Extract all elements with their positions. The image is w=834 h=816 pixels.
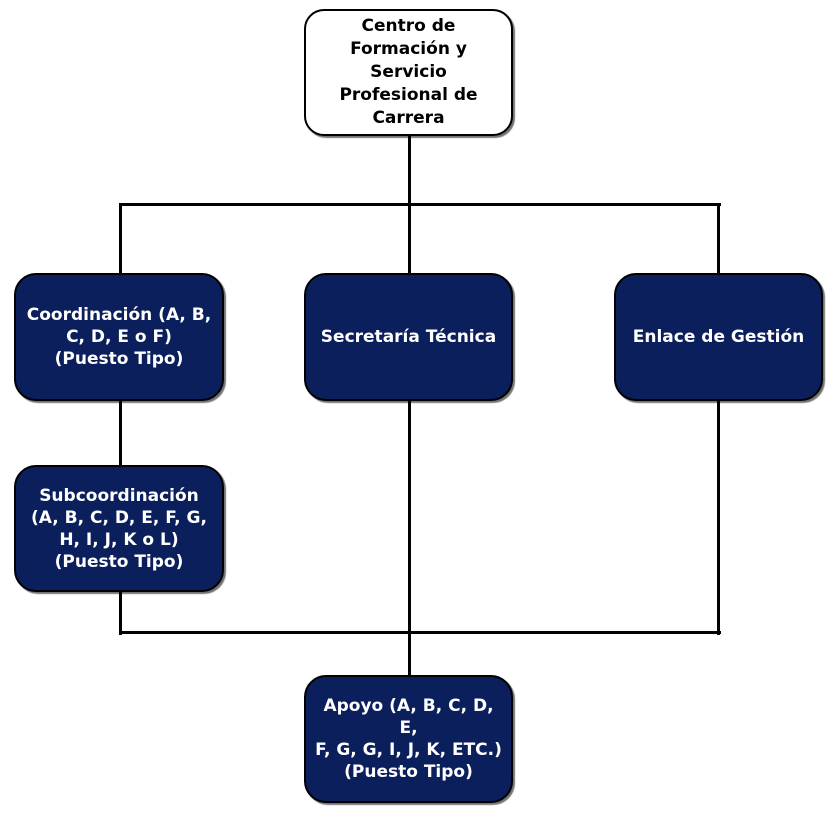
connector-bottom-horizontal bbox=[119, 631, 721, 634]
node-subcoordinacion[interactable]: Subcoordinación (A, B, C, D, E, F, G, H,… bbox=[14, 465, 224, 592]
node-secretaria-tecnica-label: Secretaría Técnica bbox=[320, 327, 497, 347]
node-subcoordinacion-label: Subcoordinación (A, B, C, D, E, F, G, H,… bbox=[31, 485, 207, 572]
node-apoyo-label: Apoyo (A, B, C, D, E, F, G, G, I, J, K, … bbox=[315, 696, 502, 782]
connector-to-coordinacion bbox=[119, 203, 122, 275]
connector-coordinacion-to-subcoordinacion bbox=[119, 400, 122, 466]
connector-subcoordinacion-down bbox=[119, 591, 122, 635]
node-enlace-de-gestion-label: Enlace de Gestión bbox=[632, 327, 805, 347]
node-centro-de-formacion-label: Centro de Formación y Servicio Profesion… bbox=[339, 16, 478, 128]
connector-secretaria-to-apoyo bbox=[408, 400, 411, 676]
connector-to-enlace bbox=[717, 203, 720, 275]
node-centro-de-formacion[interactable]: Centro de Formación y Servicio Profesion… bbox=[304, 9, 513, 136]
connector-top-horizontal bbox=[119, 203, 721, 206]
node-coordinacion-label: Coordinación (A, B, C, D, E o F) (Puesto… bbox=[26, 305, 212, 369]
connector-enlace-down bbox=[717, 400, 720, 635]
node-enlace-de-gestion[interactable]: Enlace de Gestión bbox=[614, 273, 823, 401]
node-coordinacion[interactable]: Coordinación (A, B, C, D, E o F) (Puesto… bbox=[14, 273, 224, 401]
node-secretaria-tecnica[interactable]: Secretaría Técnica bbox=[304, 273, 513, 401]
node-apoyo[interactable]: Apoyo (A, B, C, D, E, F, G, G, I, J, K, … bbox=[304, 675, 513, 803]
